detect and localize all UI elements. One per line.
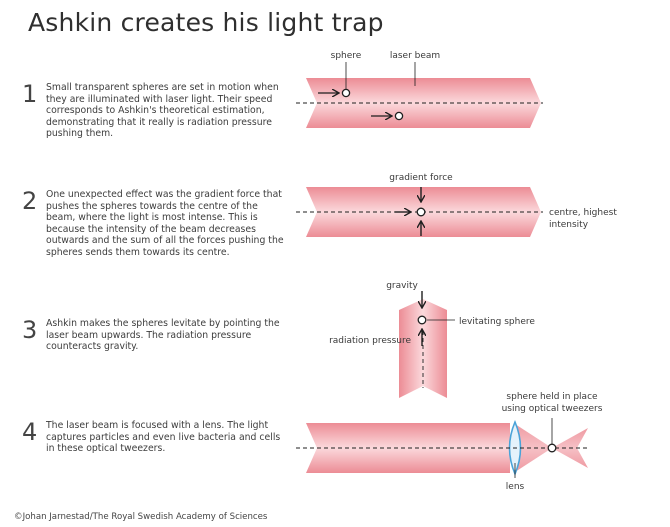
sphere-2	[394, 111, 404, 121]
panel-4-diagram: sphere held in place using optical tweez…	[296, 392, 603, 492]
centre-label-line2: intensity	[549, 220, 589, 230]
sphere-label: sphere	[331, 51, 362, 61]
trapped-sphere	[547, 443, 557, 453]
centre-label-line1: centre, highest	[549, 208, 617, 218]
image-credit: ©Johan Jarnestad/The Royal Swedish Acade…	[14, 512, 268, 522]
step-1-text: Small transparent spheres are set in mot…	[46, 82, 279, 140]
sphere-1	[341, 88, 351, 98]
lens-label: lens	[506, 482, 525, 492]
converging-cone	[515, 424, 552, 472]
levitating-sphere-label: levitating sphere	[459, 317, 535, 327]
step-3-number: 3	[22, 316, 38, 344]
step-2-text: One unexpected effect was the gradient f…	[46, 189, 284, 258]
step-2-number: 2	[22, 187, 38, 215]
step-3-text: Ashkin makes the spheres levitate by poi…	[46, 318, 280, 353]
sphere-centre	[416, 207, 426, 217]
held-sphere-label-line1: sphere held in place	[506, 392, 598, 402]
gravity-label: gravity	[386, 281, 418, 291]
gradient-force-label: gradient force	[389, 173, 453, 183]
step-1-number: 1	[22, 80, 38, 108]
panel-1-diagram: sphere laser beam	[296, 51, 543, 128]
levitating-sphere	[417, 315, 427, 325]
panel-2-diagram: gradient force centre, highest intensity	[296, 173, 617, 237]
page-title: Ashkin creates his light trap	[28, 8, 384, 37]
step-4-text: The laser beam is focused with a lens. T…	[46, 420, 281, 455]
step-4-number: 4	[22, 418, 38, 446]
panel-3-diagram: gravity levitating sphere radiation pres…	[329, 281, 535, 398]
held-sphere-label-line2: using optical tweezers	[502, 404, 603, 414]
laser-beam-label: laser beam	[390, 51, 440, 61]
radiation-pressure-label: radiation pressure	[329, 336, 411, 346]
